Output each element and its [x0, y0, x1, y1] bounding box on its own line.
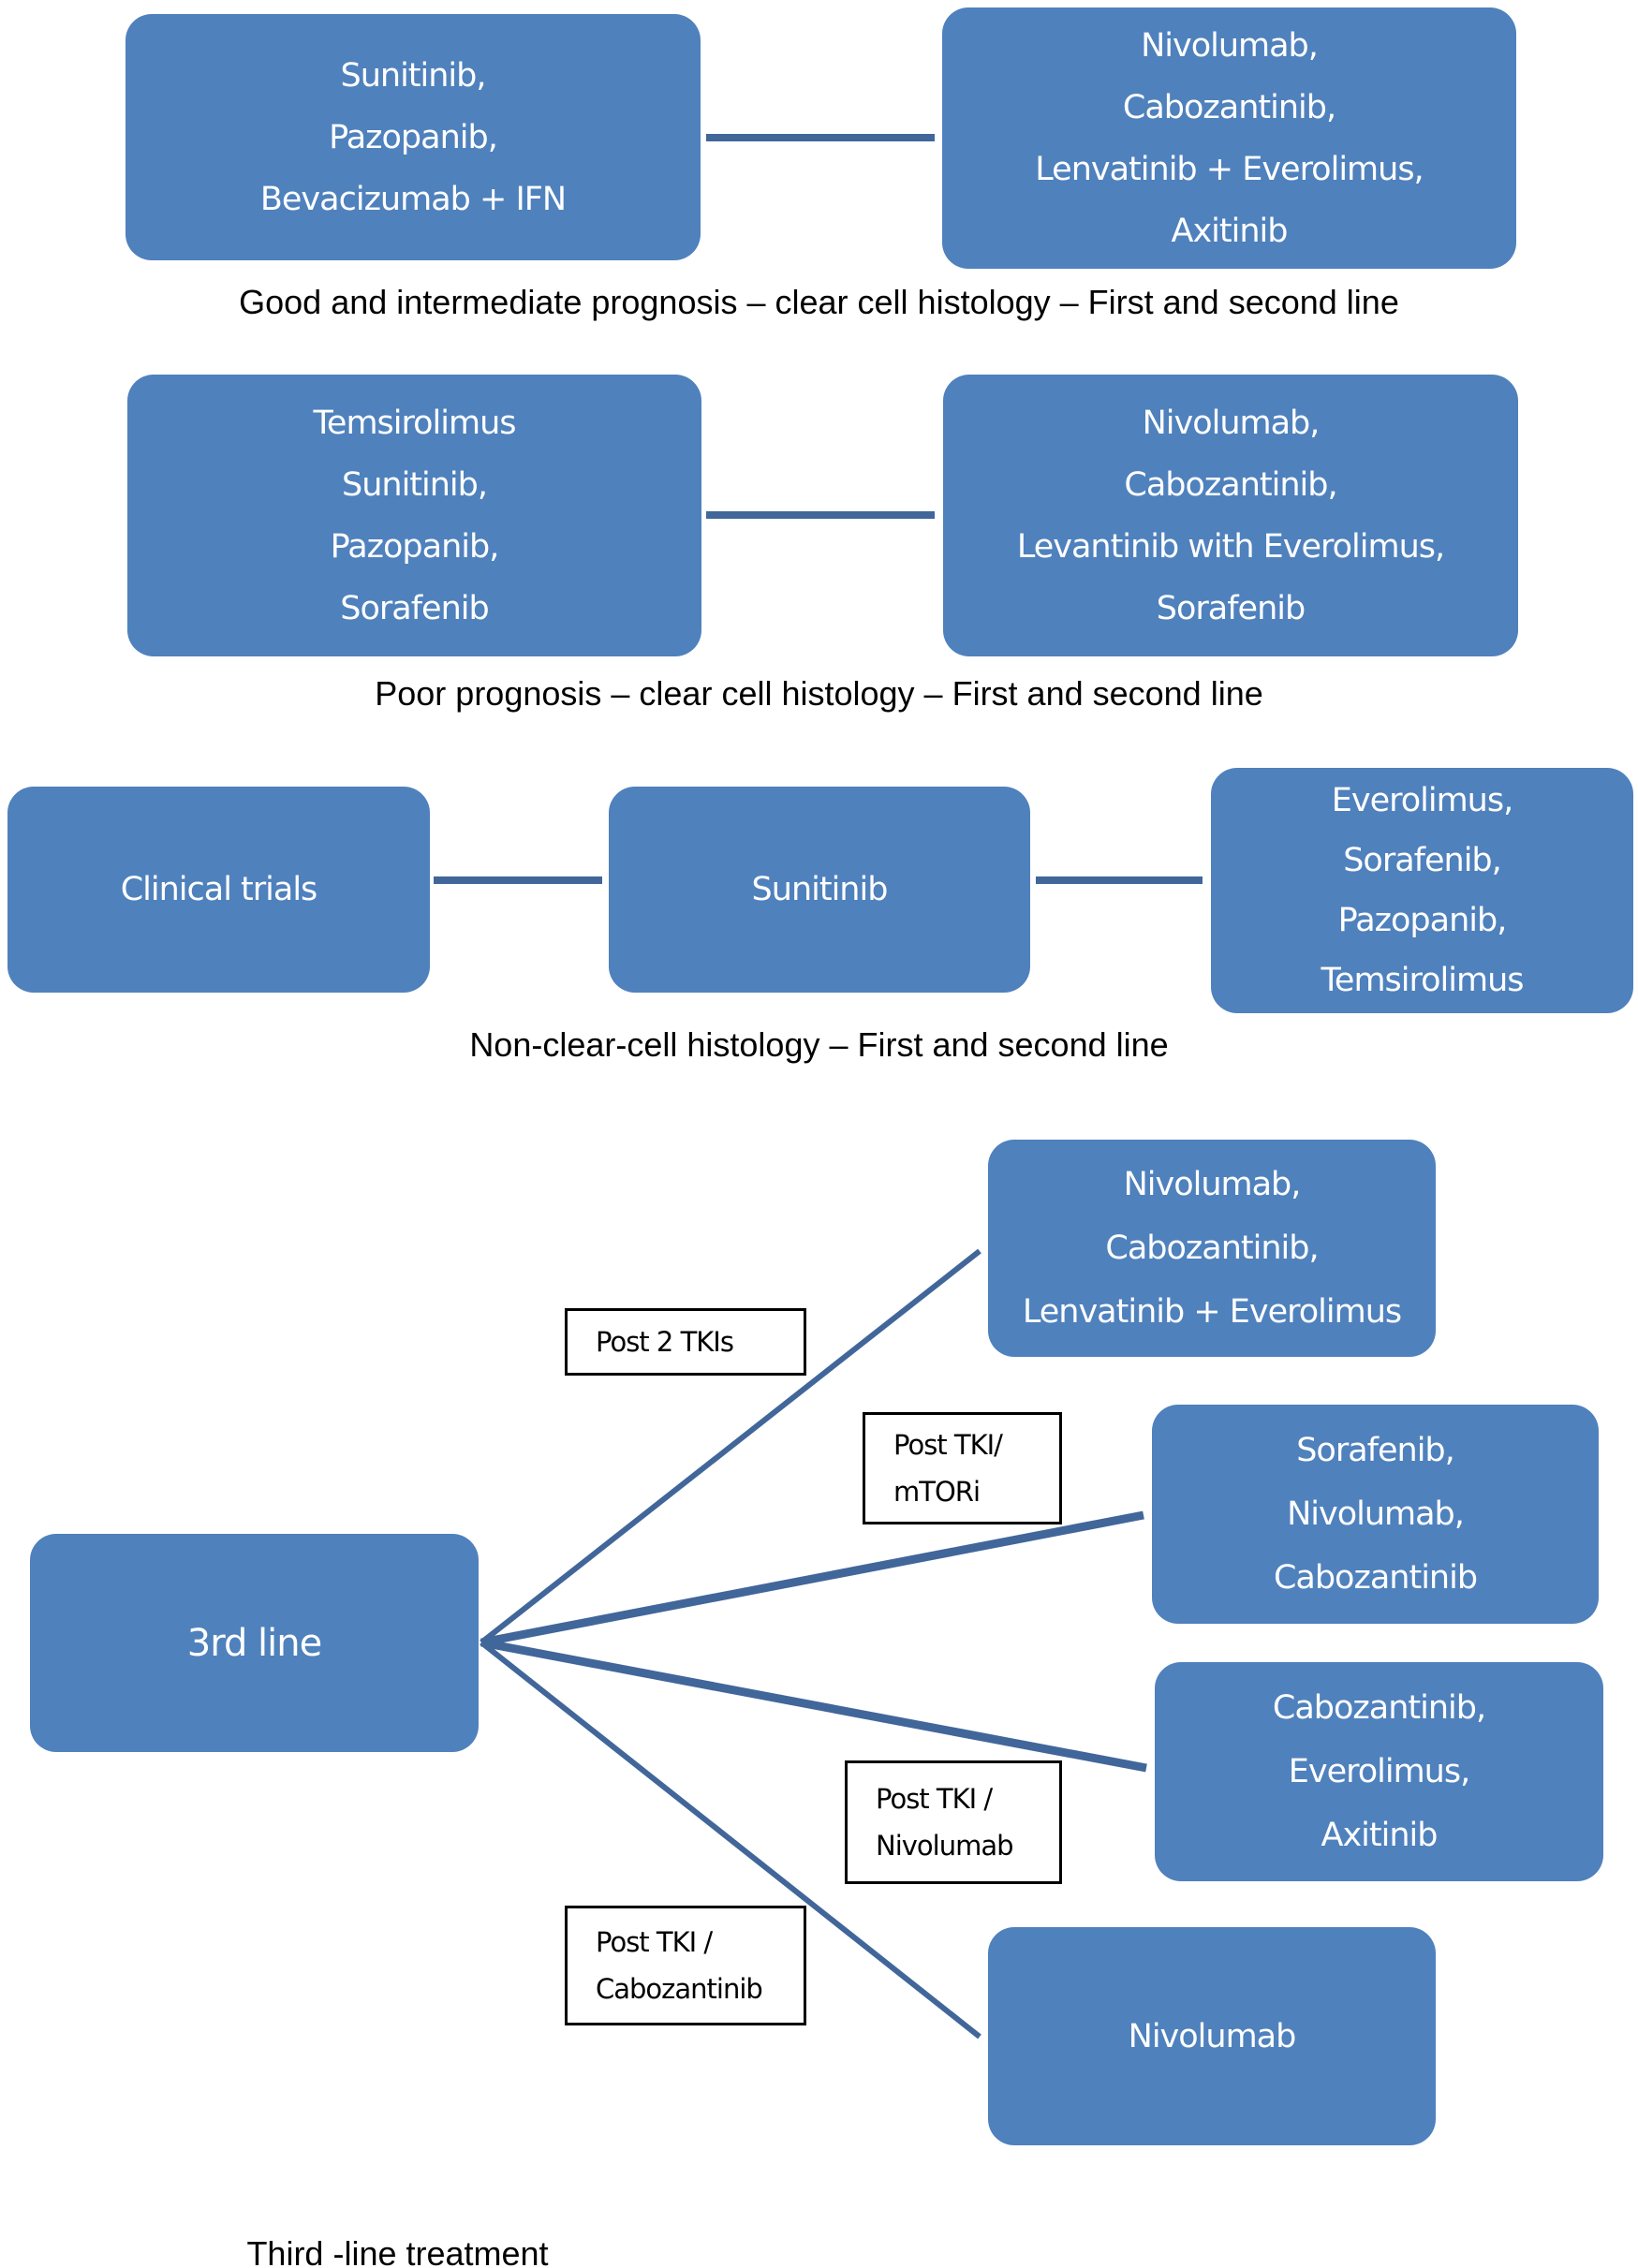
- drug-name: Lenvatinib + Everolimus,: [1035, 150, 1424, 188]
- drug-name: Sorafenib,: [1296, 1432, 1455, 1469]
- caption-poor: Poor prognosis – clear cell histology – …: [375, 674, 1263, 713]
- condition-text: Cabozantinib: [596, 1973, 763, 2005]
- caption-third-line: Third -line treatment: [246, 2234, 549, 2268]
- drug-name: Everolimus,: [1288, 1753, 1470, 1790]
- drug-name: Axitinib: [1171, 212, 1289, 250]
- drug-name: Pazopanib,: [329, 118, 498, 156]
- drug-name: Lenvatinib + Everolimus: [1022, 1293, 1402, 1331]
- third-branch-3-box: Cabozantinib, Everolimus, Axitinib: [1155, 1662, 1603, 1881]
- good-second-line-box: Nivolumab, Cabozantinib, Lenvatinib + Ev…: [942, 7, 1516, 269]
- caption-non-clear-cell: Non-clear-cell histology – First and sec…: [469, 1025, 1169, 1064]
- third-branch-2-box: Sorafenib, Nivolumab, Cabozantinib: [1152, 1405, 1599, 1624]
- poor-first-line-box: Temsirolimus Sunitinib, Pazopanib, Soraf…: [127, 375, 701, 656]
- condition-label-2: Post TKI/ mTORi: [863, 1412, 1062, 1524]
- drug-name: Cabozantinib,: [1124, 465, 1337, 504]
- drug-name: Nivolumab,: [1287, 1495, 1465, 1533]
- drug-name: Everolimus,: [1331, 782, 1513, 819]
- third-line-root-box: 3rd line: [30, 1534, 479, 1752]
- drug-name: Sorafenib,: [1343, 842, 1502, 879]
- drug-name: Cabozantinib: [1273, 1559, 1478, 1597]
- condition-label-4: Post TKI / Cabozantinib: [565, 1906, 806, 2025]
- drug-name: Pazopanib,: [330, 527, 500, 566]
- nonclear-step3-box: Everolimus, Sorafenib, Pazopanib, Temsir…: [1211, 768, 1633, 1013]
- condition-label-3: Post TKI / Nivolumab: [845, 1760, 1062, 1884]
- drug-name: Sorafenib: [1156, 589, 1306, 627]
- drug-name: Cabozantinib,: [1122, 88, 1336, 126]
- drug-name: Nivolumab: [1128, 2017, 1297, 2055]
- drug-name: Cabozantinib,: [1105, 1230, 1319, 1267]
- drug-name: Nivolumab,: [1123, 1166, 1302, 1203]
- condition-text: Post 2 TKIs: [596, 1326, 734, 1358]
- drug-name: Temsirolimus: [313, 404, 516, 442]
- drug-name: Nivolumab,: [1142, 404, 1321, 442]
- connector-third-branch-4: [480, 1640, 981, 2040]
- drug-name: Axitinib: [1321, 1817, 1439, 1854]
- condition-label-1: Post 2 TKIs: [565, 1308, 806, 1376]
- caption-good-intermediate: Good and intermediate prognosis – clear …: [239, 283, 1399, 321]
- condition-text: Nivolumab: [876, 1830, 1014, 1862]
- root-label: 3rd line: [186, 1621, 322, 1665]
- drug-name: Cabozantinib,: [1272, 1689, 1486, 1727]
- drug-name: Bevacizumab + IFN: [259, 180, 567, 218]
- drug-name: Sunitinib,: [341, 465, 488, 504]
- good-first-line-box: Sunitinib, Pazopanib, Bevacizumab + IFN: [125, 14, 701, 260]
- drug-name: Nivolumab,: [1141, 26, 1319, 65]
- condition-text: Post TKI /: [596, 1926, 713, 1958]
- condition-text: Post TKI /: [876, 1783, 993, 1815]
- drug-name: Sunitinib: [751, 871, 889, 908]
- drug-name: Sunitinib,: [340, 56, 486, 95]
- drug-name: Pazopanib,: [1337, 902, 1508, 939]
- nonclear-step2-box: Sunitinib: [609, 787, 1030, 993]
- drug-name: Temsirolimus: [1321, 962, 1524, 999]
- condition-text: Post TKI/: [893, 1429, 1003, 1461]
- drug-name: Sorafenib: [340, 589, 489, 627]
- third-branch-4-box: Nivolumab: [988, 1927, 1436, 2145]
- condition-text: mTORi: [893, 1476, 981, 1508]
- drug-name: Clinical trials: [120, 871, 318, 908]
- drug-name: Levantinib with Everolimus,: [1016, 527, 1445, 566]
- poor-second-line-box: Nivolumab, Cabozantinib, Levantinib with…: [943, 375, 1518, 656]
- connector-third-branch-1: [480, 1248, 981, 1645]
- nonclear-step1-box: Clinical trials: [7, 787, 430, 993]
- third-branch-1-box: Nivolumab, Cabozantinib, Lenvatinib + Ev…: [988, 1140, 1436, 1357]
- connector-third-branch-3: [480, 1638, 1147, 1773]
- connector-third-branch-2: [480, 1510, 1144, 1647]
